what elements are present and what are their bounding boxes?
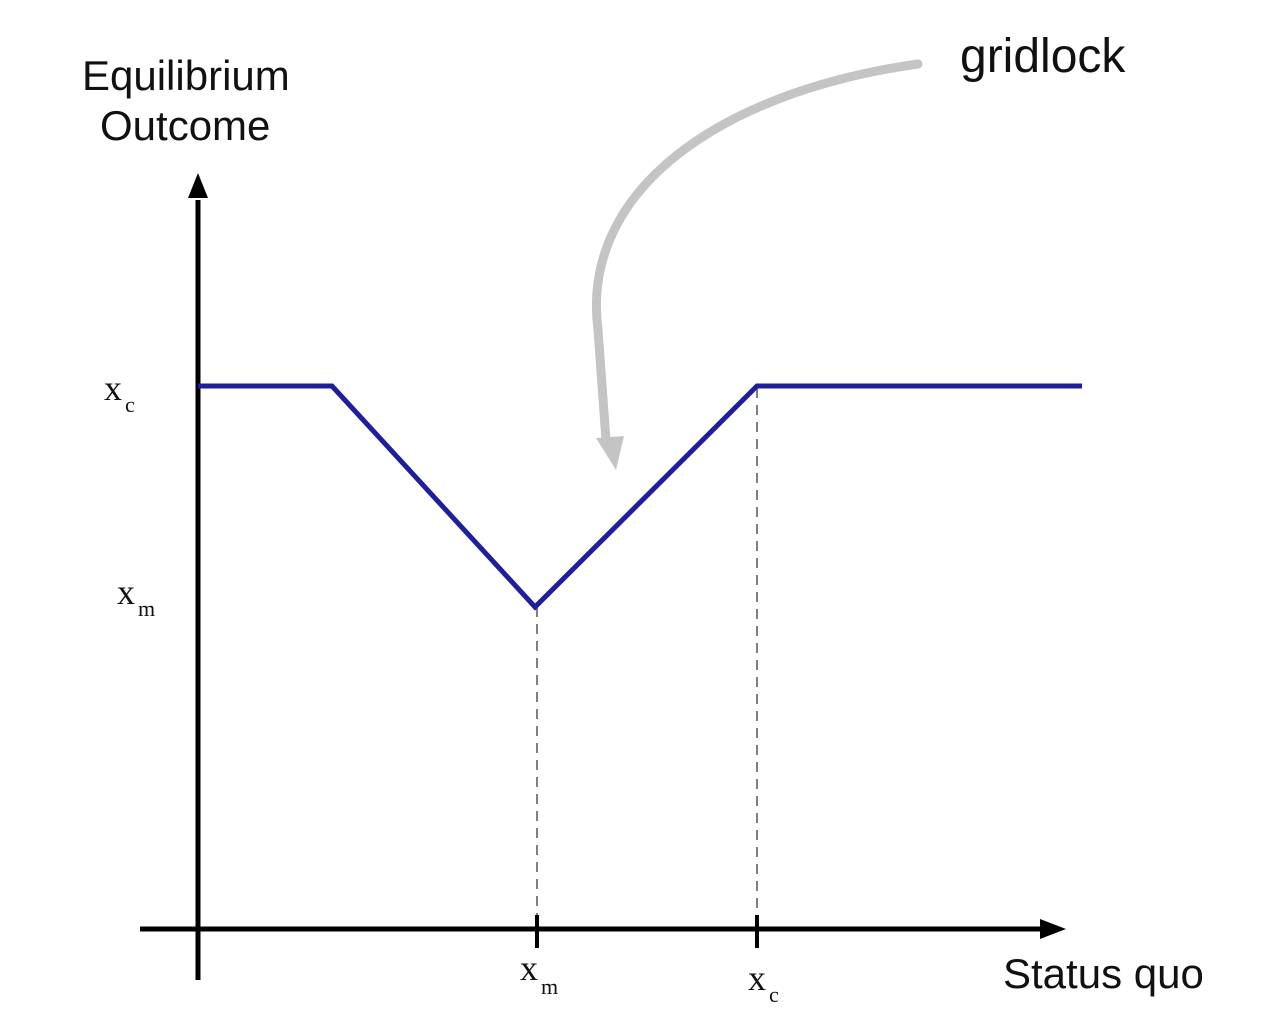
- y-tick-label-xc-sub: c: [125, 392, 135, 417]
- x-tick-label-xc-sub: c: [769, 982, 779, 1007]
- y-tick-label-xm-base: x: [117, 572, 135, 612]
- gridlock-arrowhead: [596, 436, 624, 470]
- y-axis-label-line1: Equilibrium: [82, 52, 290, 99]
- x-axis-label: Status quo: [1003, 950, 1204, 997]
- x-tick-label-xc-base: x: [748, 958, 766, 998]
- equilibrium-curve: [198, 383, 1082, 611]
- y-tick-label-xc-base: x: [104, 368, 122, 408]
- x-tick-label-xm: x m: [520, 948, 558, 999]
- y-axis-arrowhead: [188, 173, 208, 198]
- x-tick-label-xc: x c: [748, 958, 779, 1007]
- y-axis-label-line2: Outcome: [100, 102, 270, 149]
- y-tick-label-xm: x m: [117, 572, 155, 621]
- gridlock-arrow: [592, 59, 923, 445]
- gridlock-annotation: gridlock: [960, 30, 1126, 83]
- y-tick-label-xm-sub: m: [138, 596, 155, 621]
- y-tick-label-xc: x c: [104, 368, 135, 417]
- x-tick-label-xm-sub: m: [541, 974, 558, 999]
- x-tick-label-xm-base: x: [520, 948, 538, 988]
- x-axis-arrowhead: [1040, 919, 1066, 939]
